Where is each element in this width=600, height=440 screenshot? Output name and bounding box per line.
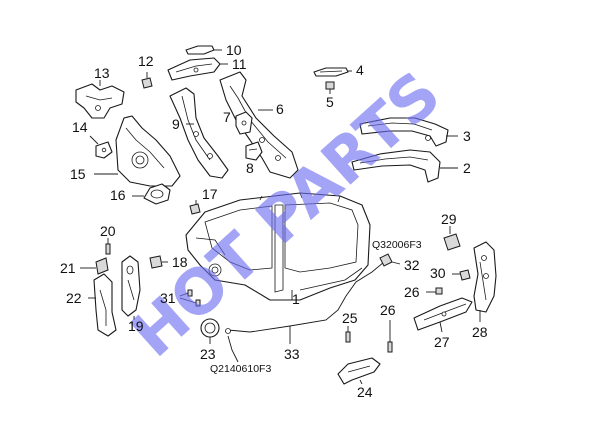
callout-9: 9 bbox=[172, 116, 180, 132]
part-21-bracket bbox=[80, 257, 109, 275]
part-22-side-pillar bbox=[88, 273, 117, 337]
callout-27: 27 bbox=[434, 334, 450, 350]
callout-10: 10 bbox=[226, 42, 242, 58]
callout-18: 18 bbox=[172, 254, 188, 270]
part-13-corner-bracket bbox=[75, 80, 125, 119]
part-5-clip bbox=[325, 81, 335, 94]
callout-labels: 1 2 3 4 5 6 7 8 9 10 11 12 13 14 15 16 1… bbox=[60, 42, 488, 400]
callout-22: 22 bbox=[66, 290, 82, 306]
part-12-nut bbox=[141, 72, 153, 89]
part-27-sill-bracket bbox=[413, 297, 473, 333]
callout-29: 29 bbox=[441, 211, 457, 227]
callout-20: 20 bbox=[100, 223, 116, 239]
part-24-bottom-bracket bbox=[337, 357, 381, 385]
callout-14: 14 bbox=[72, 119, 88, 135]
part-code-lower: Q2140610F3 bbox=[210, 363, 271, 375]
part-25-screw bbox=[345, 326, 351, 343]
part-23-fuel-door bbox=[200, 318, 220, 344]
part-14-bracket bbox=[89, 135, 113, 159]
callout-24: 24 bbox=[357, 384, 373, 400]
callout-28: 28 bbox=[472, 324, 488, 340]
callout-26-b: 26 bbox=[404, 284, 420, 300]
callout-32: 32 bbox=[404, 257, 420, 273]
part-10-clip bbox=[185, 45, 222, 55]
part-30-nut bbox=[452, 269, 471, 281]
part-33-release-cable bbox=[225, 261, 385, 363]
callout-5: 5 bbox=[326, 94, 334, 110]
callout-25: 25 bbox=[342, 310, 358, 326]
part-28-rear-pillar bbox=[473, 241, 497, 322]
part-1-body-side-panel bbox=[185, 192, 371, 301]
callout-30: 30 bbox=[430, 265, 446, 281]
callout-23: 23 bbox=[200, 346, 216, 362]
callout-2: 2 bbox=[463, 160, 471, 176]
part-codes: Q32006F3 Q2140610F3 bbox=[210, 239, 422, 375]
part-26-screws bbox=[387, 287, 443, 353]
callout-15: 15 bbox=[70, 166, 86, 182]
part-29-plate bbox=[443, 226, 461, 251]
part-31-fasteners bbox=[179, 289, 201, 307]
part-32-cable-end bbox=[379, 253, 401, 267]
part-code-cable: Q32006F3 bbox=[372, 239, 422, 251]
part-8-plate bbox=[245, 141, 263, 161]
callout-31: 31 bbox=[160, 290, 176, 306]
part-9-b-pillar-inner bbox=[169, 87, 229, 179]
part-3-roof-rail-upper bbox=[359, 117, 458, 147]
callout-3: 3 bbox=[463, 128, 471, 144]
callout-21: 21 bbox=[60, 260, 76, 276]
callout-12: 12 bbox=[138, 53, 154, 69]
part-11-roof-bracket bbox=[167, 57, 228, 81]
part-15-quarter-inner bbox=[94, 115, 181, 187]
callout-7: 7 bbox=[223, 109, 231, 125]
part-16-filler-housing bbox=[132, 183, 171, 205]
part-17-clip bbox=[189, 200, 201, 215]
watermark: HOT PARTS bbox=[117, 57, 454, 371]
part-19-lower-pillar bbox=[121, 255, 141, 320]
callout-19: 19 bbox=[128, 318, 144, 334]
part-7-bracket bbox=[235, 111, 253, 135]
callout-13: 13 bbox=[94, 65, 110, 81]
callout-4: 4 bbox=[356, 62, 364, 78]
callout-8: 8 bbox=[246, 160, 254, 176]
part-4-bracket bbox=[313, 67, 352, 77]
callout-33: 33 bbox=[284, 346, 300, 362]
part-20-screw bbox=[105, 238, 111, 255]
callout-11: 11 bbox=[232, 56, 247, 72]
callout-1: 1 bbox=[292, 291, 300, 307]
watermark-text: HOT PARTS bbox=[117, 57, 454, 371]
callout-6: 6 bbox=[276, 101, 284, 117]
part-18-nut bbox=[149, 255, 168, 269]
part-2-roof-rail-lower bbox=[351, 149, 458, 183]
callout-17: 17 bbox=[202, 186, 218, 202]
callout-16: 16 bbox=[110, 187, 126, 203]
part-6-b-pillar-outer bbox=[219, 71, 299, 179]
callout-26-a: 26 bbox=[380, 302, 396, 318]
